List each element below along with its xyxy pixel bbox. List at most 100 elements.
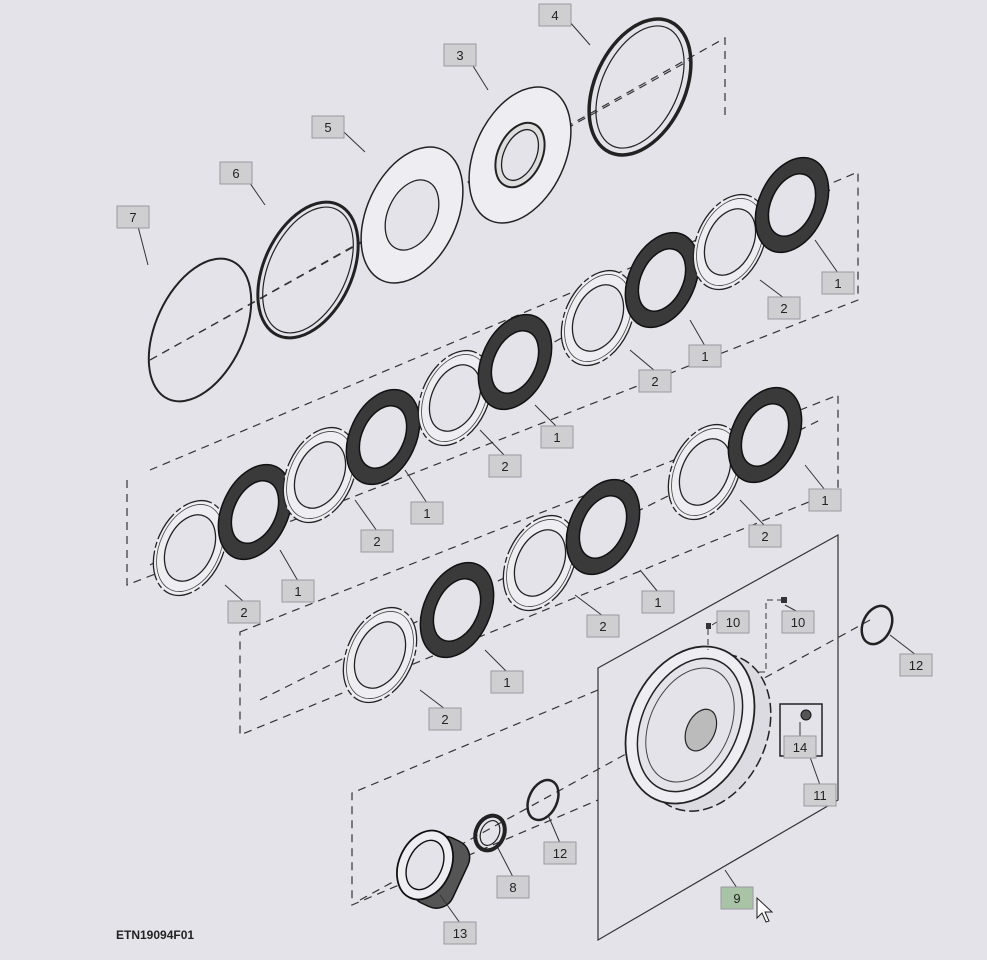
callout-label: 8 [509,880,516,895]
callout-label: 1 [834,276,841,291]
friction-disc [727,386,803,484]
callout-17[interactable]: 1 [641,590,675,614]
group-frame-top [149,36,726,361]
callout-label: 2 [780,301,787,316]
piston-3 [468,86,572,224]
callout-19[interactable]: 1 [490,670,524,694]
snap-ring-7 [147,257,253,403]
callout-label: 12 [909,658,923,673]
leader-line [534,404,558,428]
check-ball-14 [800,709,812,721]
callout-21[interactable]: 10 [716,610,750,634]
callout-10[interactable]: 2 [488,454,522,478]
separator-plate [560,269,636,367]
callout-0[interactable]: 4 [538,3,572,27]
leader-line [739,499,766,527]
callout-label: 1 [503,675,510,690]
callout-label: 1 [294,584,301,599]
callout-label: 1 [821,493,828,508]
separator-plate [282,426,358,524]
callout-28[interactable]: 13 [443,921,477,945]
callout-23[interactable]: 12 [899,653,933,677]
leader-line [814,239,839,274]
callout-29[interactable]: 9 [720,886,754,910]
leader-line [629,349,656,372]
callout-label: 7 [129,210,136,225]
separator-plate [152,499,228,597]
callout-label: 2 [501,459,508,474]
friction-disc [345,388,421,486]
callout-15[interactable]: 1 [808,488,842,512]
leader-line [639,569,659,593]
callout-12[interactable]: 2 [360,529,394,553]
callout-label: 1 [423,506,430,521]
friction-disc [624,231,700,329]
leader-line [354,499,378,532]
callout-18[interactable]: 2 [586,614,620,638]
separator-plate [342,606,418,704]
snap-ring-12 [860,604,894,646]
callout-label: 13 [453,926,467,941]
leader-line [419,689,446,710]
leader-line [724,869,738,889]
separator-plate [667,423,743,521]
callout-2[interactable]: 5 [311,115,345,139]
callout-label: 2 [240,605,247,620]
plug-10 [706,623,711,629]
figure-id: ETN19094F01 [116,928,195,942]
separator-plate [502,514,578,612]
callout-14[interactable]: 2 [227,600,261,624]
callout-20[interactable]: 2 [428,707,462,731]
callout-3[interactable]: 6 [219,161,253,185]
callout-16[interactable]: 2 [748,524,782,548]
leader-line [689,319,706,347]
leader-line [484,649,508,673]
callout-label: 4 [551,8,558,23]
callout-13[interactable]: 1 [281,579,315,603]
callout-22[interactable]: 10 [781,610,815,634]
callout-label: 10 [791,615,805,630]
snap-ring-12 [526,778,560,822]
leader-line [404,469,428,504]
callout-1[interactable]: 3 [443,43,477,67]
callout-label: 14 [793,740,807,755]
callout-label: 6 [232,166,239,181]
callout-label: 2 [373,534,380,549]
seal-ring-6 [256,200,360,340]
callout-label: 2 [441,712,448,727]
callout-label: 3 [456,48,463,63]
callout-label: 2 [599,619,606,634]
callout-26[interactable]: 12 [543,841,577,865]
callout-5[interactable]: 1 [821,271,855,295]
group-frame-discs-lower [239,394,839,736]
callout-27[interactable]: 8 [496,875,530,899]
friction-disc [565,478,641,576]
leader-line [889,634,917,656]
callout-4[interactable]: 7 [116,205,150,229]
plug-10 [781,597,787,603]
callout-6[interactable]: 2 [767,296,801,320]
callout-24[interactable]: 14 [783,735,817,759]
callout-7[interactable]: 1 [688,344,722,368]
callout-label: 2 [651,374,658,389]
leader-line [574,594,604,617]
plate-5 [360,146,464,284]
friction-disc [419,561,495,659]
callout-label: 1 [654,595,661,610]
callout-11[interactable]: 1 [410,501,444,525]
callout-label: 2 [761,529,768,544]
callout-8[interactable]: 2 [638,369,672,393]
piston-ring-4 [587,17,693,157]
leader-line [547,814,561,844]
leader-line [224,584,245,603]
hub-gear-13 [396,829,471,909]
friction-disc [477,313,553,411]
group-frame-drum [597,533,839,942]
callout-9[interactable]: 1 [540,425,574,449]
leader-line [497,847,514,878]
callout-25[interactable]: 11 [803,783,837,807]
leader-line [279,549,299,582]
leader-line [439,894,461,924]
friction-disc [217,463,293,561]
callout-label: 9 [733,891,740,906]
